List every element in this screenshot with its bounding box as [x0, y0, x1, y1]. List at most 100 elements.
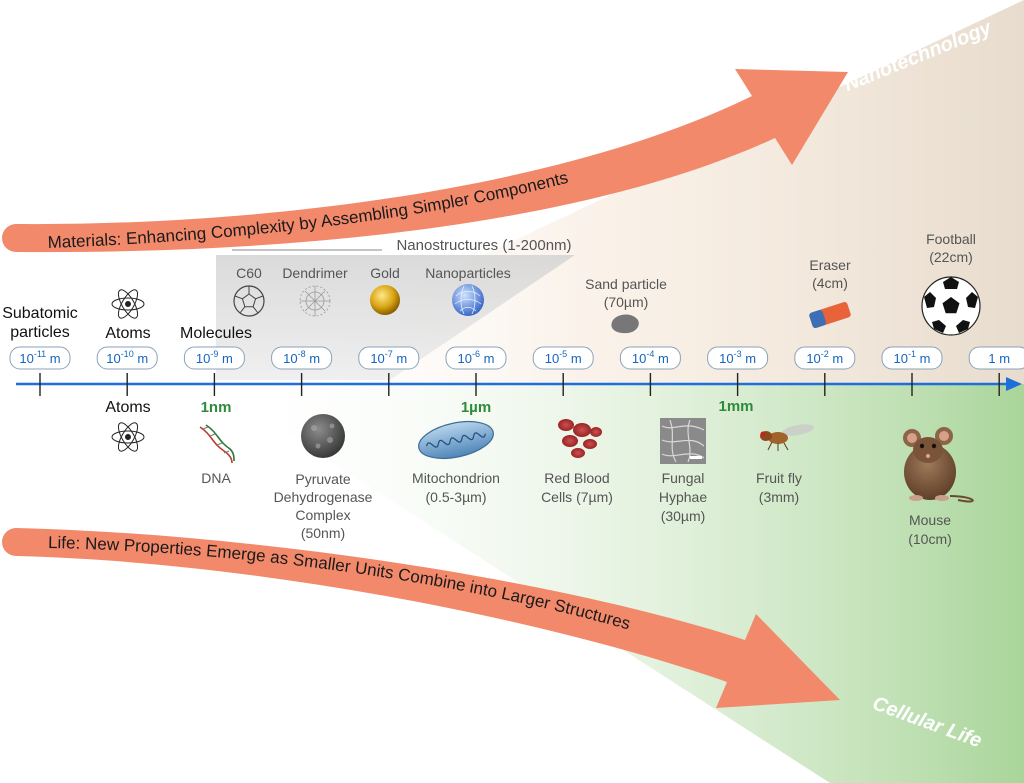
scale-label-frame [794, 346, 856, 370]
atoms-label-bottom: Atoms [105, 399, 150, 416]
fruit-fly-icon [760, 424, 814, 451]
football-icon [921, 276, 981, 336]
scale-label-frame [271, 346, 333, 370]
molecules-label: Molecules [180, 325, 252, 342]
scale-label-frame [532, 346, 594, 370]
scale-label-text: 10-5 m [545, 349, 582, 366]
scale-label-box: 10-3 m [707, 346, 769, 370]
nm-marker: 1nm [201, 399, 232, 416]
scale-unit: m [306, 351, 320, 366]
atom-icon-bottom [111, 422, 145, 452]
nanoparticles-icon [452, 284, 484, 316]
scale-base: 1 [988, 351, 995, 366]
gold-label: Gold [370, 265, 400, 281]
scale-label-box: 10-6 m [445, 346, 507, 370]
atoms-label-top: Atoms [105, 325, 150, 342]
rbc-label-line2: Cells (7µm) [541, 489, 613, 505]
scale-unit: m [218, 351, 232, 366]
scale-label-frame [183, 346, 245, 370]
scale-base: 10 [19, 351, 33, 366]
fruitfly-label-line1: Fruit fly [756, 470, 802, 486]
scale-label-box: 10-4 m [619, 346, 681, 370]
dna-label: DNA [201, 470, 231, 486]
scale-unit: m [996, 351, 1010, 366]
fungal-hyphae-icon [660, 418, 706, 464]
nanostructures-title: Nanostructures (1-200nm) [396, 237, 571, 254]
scale-unit: m [829, 351, 843, 366]
scale-base: 10 [894, 351, 908, 366]
pyruvate-complex-icon [301, 414, 345, 458]
scale-label-box: 10-7 m [358, 346, 420, 370]
scale-exponent: -11 [34, 349, 46, 359]
scale-label-text: 10-3 m [719, 349, 756, 366]
football-label-line2: (22cm) [929, 249, 973, 265]
fungal-label-line2: Hyphae [659, 489, 707, 505]
sand-label-line2: (70µm) [604, 294, 649, 310]
scale-base: 10 [370, 351, 384, 366]
scale-base: 10 [545, 351, 559, 366]
scale-label-text: 10-10 m [106, 349, 148, 366]
mouse-label-line1: Mouse [909, 512, 951, 528]
scale-unit: m [742, 351, 756, 366]
scale-label-frame [9, 346, 71, 370]
scale-label-text: 10-6 m [458, 349, 495, 366]
eraser-label-line1: Eraser [809, 257, 851, 273]
scale-exponent: -4 [646, 349, 654, 359]
scale-label-frame [968, 346, 1024, 370]
c60-icon [233, 285, 265, 317]
life-arrow [2, 528, 840, 708]
rbc-label-line1: Red Blood [544, 470, 609, 486]
c60-label: C60 [236, 265, 262, 281]
scale-exponent: -8 [298, 349, 306, 359]
scale-unit: m [480, 351, 494, 366]
scale-label-text: 10-4 m [632, 349, 669, 366]
scale-exponent: -1 [908, 349, 916, 359]
fruitfly-label-line2: (3mm) [759, 489, 799, 505]
red-blood-cells-icon [558, 419, 602, 458]
scale-label-box: 10-2 m [794, 346, 856, 370]
scale-unit: m [393, 351, 407, 366]
scale-label-frame [881, 346, 943, 370]
dendrimer-icon [299, 285, 331, 317]
scale-label-text: 10-8 m [283, 349, 320, 366]
fungal-label-line3: (30µm) [661, 508, 706, 524]
pyruvate-label-line2: Dehydrogenase [274, 489, 373, 505]
axis-ticks [39, 373, 1000, 396]
scale-label-frame [96, 346, 158, 370]
scale-base: 10 [196, 351, 210, 366]
scale-label-text: 10-1 m [894, 349, 931, 366]
scale-exponent: -6 [472, 349, 480, 359]
scale-exponent: -7 [385, 349, 393, 359]
mouse-label-line2: (10cm) [908, 531, 952, 547]
scale-base: 10 [806, 351, 820, 366]
scale-label-frame [445, 346, 507, 370]
scale-label-frame [619, 346, 681, 370]
scale-label-text: 10-11 m [19, 349, 60, 366]
fungal-label-line1: Fungal [662, 470, 705, 486]
sand-label-line1: Sand particle [585, 276, 667, 292]
scale-base: 10 [719, 351, 733, 366]
scale-base: 10 [106, 351, 120, 366]
nanoparticles-label: Nanoparticles [425, 265, 511, 281]
scale-unit: m [46, 351, 60, 366]
scale-label-box: 10-8 m [271, 346, 333, 370]
scale-label-text: 10-9 m [196, 349, 233, 366]
scale-unit: m [916, 351, 930, 366]
scale-label-box: 10-5 m [532, 346, 594, 370]
eraser-icon [809, 301, 851, 329]
football-label-line1: Football [926, 231, 976, 247]
scale-label-box: 10-9 m [183, 346, 245, 370]
subatomic-label-line1: Subatomic [2, 305, 78, 322]
scale-label-frame [358, 346, 420, 370]
scale-exponent: -9 [210, 349, 218, 359]
axis-arrowhead [1006, 377, 1022, 391]
gold-nanoparticle-icon [370, 285, 400, 315]
mitochondrion-icon [418, 420, 494, 460]
scale-base: 10 [283, 351, 297, 366]
scale-unit: m [654, 351, 668, 366]
scale-label-text: 1 m [988, 351, 1010, 366]
eraser-label-line2: (4cm) [812, 275, 848, 291]
dendrimer-label: Dendrimer [282, 265, 348, 281]
